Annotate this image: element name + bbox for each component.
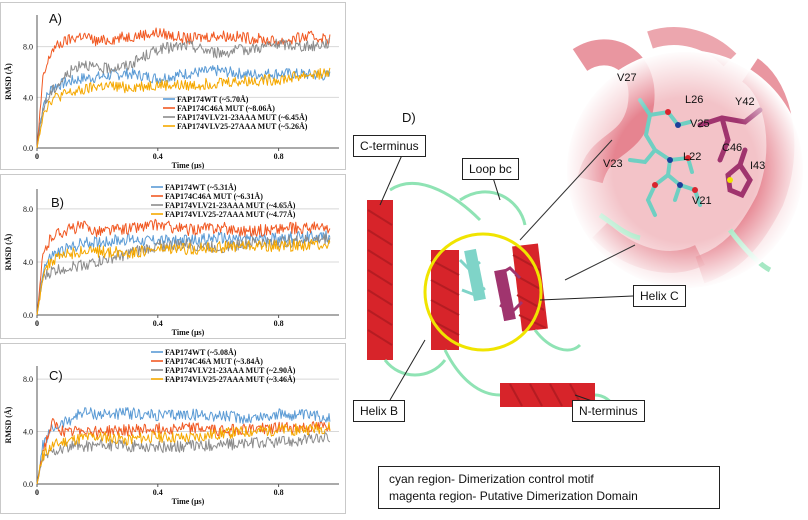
series-line-3	[36, 233, 331, 316]
y-tick-label: 0.0	[23, 311, 33, 320]
residue-c46: C46	[722, 142, 743, 154]
x-tick-label: 0.4	[153, 152, 163, 161]
zoom-line-bottom	[564, 244, 636, 281]
caption-cyan-region: cyan region- Dimerization control motif	[389, 472, 594, 486]
y-tick-label: 4.0	[23, 93, 33, 102]
y-axis-label: RMSD (Å)	[4, 63, 13, 100]
protein-structure-illustration: D)	[367, 27, 805, 422]
residue-v23: V23	[603, 158, 623, 170]
series-line-2	[36, 418, 331, 485]
legend-entry: FAP174WT (~5.08Å)	[165, 348, 237, 357]
y-tick-label: 4.0	[23, 428, 33, 437]
pointer-helix-b	[389, 339, 426, 401]
y-tick-label: 4.0	[23, 258, 33, 267]
legend-entry: FAP174VLV21-23AAA MUT (~2.90Å)	[165, 366, 296, 375]
panel-d-label: D)	[402, 110, 416, 125]
structure-panel-d: D) C-terminus Loop bc Helix C Helix B N-…	[350, 0, 808, 516]
figure-caption-box: cyan region- Dimerization control motif …	[378, 466, 720, 509]
x-axis-label: Time (µs)	[172, 328, 205, 337]
legend-entry: FAP174VLV25-27AAA MUT (~4.77Å)	[165, 210, 296, 219]
series-line-4	[36, 67, 331, 149]
pointer-c-terminus	[379, 154, 403, 206]
residue-y42: Y42	[735, 96, 755, 108]
x-tick-label: 0	[35, 488, 39, 497]
y-tick-label: 0.0	[23, 144, 33, 153]
y-tick-label: 0.0	[23, 480, 33, 489]
panel-label: A)	[49, 11, 62, 26]
legend-entry: FAP174WT (~5.31Å)	[165, 183, 237, 192]
residue-v27: V27	[617, 72, 637, 84]
x-tick-label: 0.4	[153, 488, 163, 497]
highlight-circle	[423, 232, 543, 352]
residue-i43: I43	[750, 160, 766, 172]
legend-entry: FAP174VLV21-23AAA MUT (~4.65Å)	[165, 201, 296, 210]
legend-entry: FAP174VLV21-23AAA MUT (~6.45Å)	[177, 113, 308, 122]
label-n-terminus: N-terminus	[572, 400, 645, 422]
label-c-terminus: C-terminus	[353, 135, 426, 157]
residue-v21: V21	[692, 195, 712, 207]
x-tick-label: 0	[35, 319, 39, 328]
y-axis-label: RMSD (Å)	[4, 233, 13, 270]
series-line-3	[36, 432, 331, 485]
series-line-4	[36, 421, 331, 485]
panel-label: B)	[51, 195, 64, 210]
x-tick-label: 0.8	[274, 319, 284, 328]
series-line-3	[36, 37, 331, 149]
protein-cartoon	[367, 182, 631, 422]
label-helix-c: Helix C	[633, 285, 686, 307]
legend-entry: FAP174VLV25-27AAA MUT (~5.26Å)	[177, 122, 308, 131]
x-axis-label: Time (µs)	[172, 497, 205, 506]
series-line-4	[36, 239, 331, 316]
y-tick-label: 8.0	[23, 375, 33, 384]
residue-v25: V25	[690, 118, 710, 130]
panel-label: C)	[49, 368, 63, 383]
y-tick-label: 8.0	[23, 43, 33, 52]
legend-entry: FAP174C46A MUT (~6.31Å)	[165, 192, 263, 201]
y-tick-label: 8.0	[23, 205, 33, 214]
residue-l26: L26	[685, 94, 704, 106]
x-tick-label: 0	[35, 152, 39, 161]
label-helix-b: Helix B	[353, 400, 406, 422]
legend-entry: FAP174WT (~5.70Å)	[177, 95, 249, 104]
y-axis-label: RMSD (Å)	[4, 406, 13, 443]
legend-entry: FAP174C46A MUT (~8.06Å)	[177, 104, 275, 113]
series-line-2	[36, 218, 331, 316]
caption-magenta-region: magenta region- Putative Dimerization Do…	[389, 489, 638, 503]
zoom-line-top	[519, 139, 613, 241]
legend-entry: FAP174C46A MUT (~3.84Å)	[165, 357, 263, 366]
x-axis-label: Time (µs)	[172, 161, 205, 169]
series-line-1	[36, 407, 331, 485]
residue-l22: L22	[683, 151, 702, 163]
x-tick-label: 0.8	[274, 152, 284, 161]
legend-entry: FAP174VLV25-27AAA MUT (~3.46Å)	[165, 375, 296, 384]
zoom-inset	[565, 27, 805, 290]
label-loop-bc: Loop bc	[462, 158, 519, 180]
x-tick-label: 0.4	[153, 319, 163, 328]
x-tick-label: 0.8	[274, 488, 284, 497]
pointer-helix-c	[539, 295, 634, 301]
